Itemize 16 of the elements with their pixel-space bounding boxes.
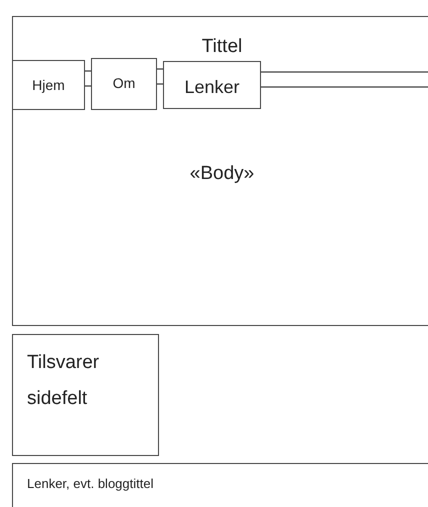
body-text: «Body» — [188, 162, 256, 186]
nav-label: Lenker — [183, 76, 241, 99]
nav-box — [91, 58, 157, 110]
connector-line — [84, 70, 92, 87]
title-text: Tittel — [200, 35, 244, 59]
page-panel — [12, 16, 428, 326]
footer-text: Lenker, evt. bloggtittel — [27, 475, 154, 493]
connector-line — [260, 71, 428, 88]
sidebar-box — [12, 334, 159, 456]
nav-box — [12, 60, 85, 110]
connector-line — [156, 68, 164, 85]
footer-box — [12, 463, 428, 507]
nav-label: Hjem — [31, 76, 66, 95]
nav-box — [163, 61, 261, 109]
sidebar-text: Tilsvarer sidefelt — [27, 351, 100, 411]
nav-label: Om — [112, 74, 136, 93]
